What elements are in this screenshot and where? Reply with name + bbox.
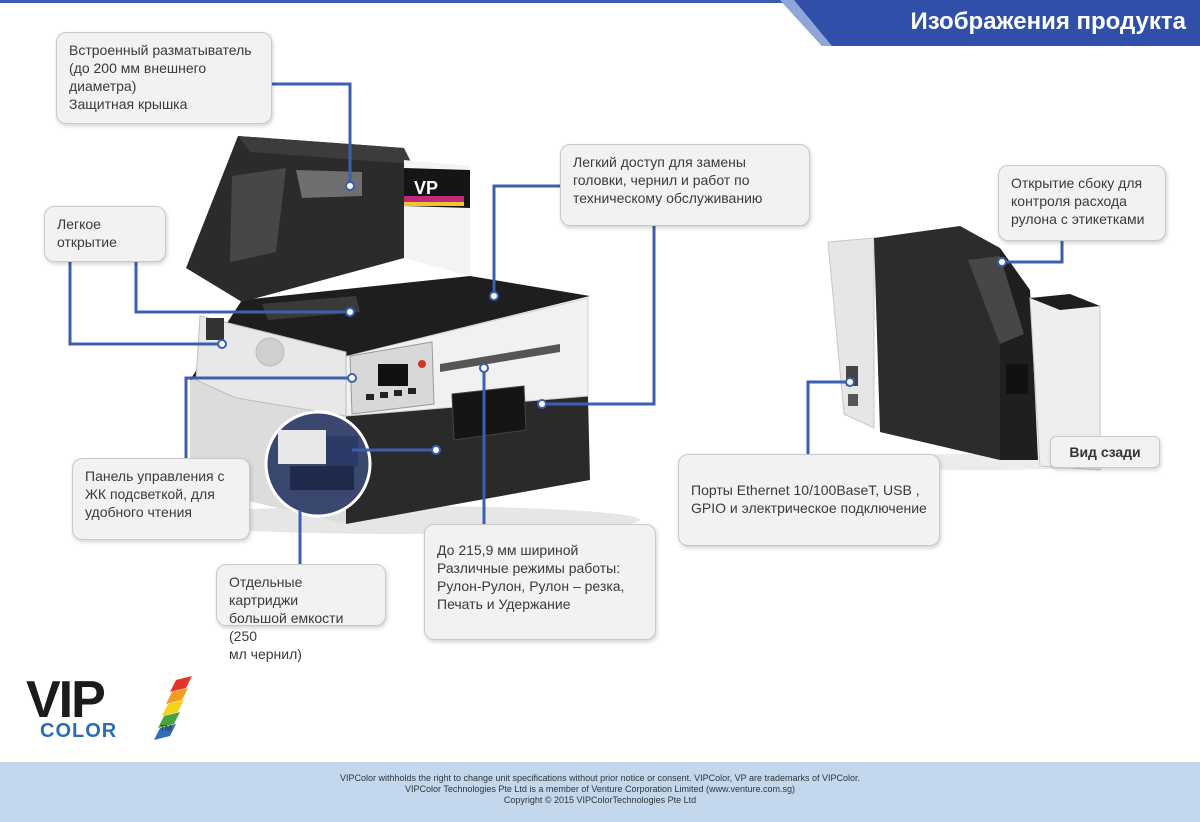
callout-maintenance-access: Легкий доступ для замены головки, чернил… xyxy=(560,144,810,226)
leader-lines xyxy=(68,82,1064,570)
header-banner xyxy=(780,0,1200,46)
footer-line-3: Copyright © 2015 VIPColorTechnologies Pt… xyxy=(503,795,697,805)
callout-side-opening: Открытие сбоку для контроля расхода руло… xyxy=(998,165,1166,241)
logo-color-text: COLOR xyxy=(40,720,118,742)
callout-cartridges: Отдельные картриджи большой емкости (250… xyxy=(216,564,386,662)
top-rule xyxy=(0,0,1200,3)
footer-line-1: VIPColor withholds the right to change u… xyxy=(339,773,861,783)
logo-stripes xyxy=(154,676,192,740)
logo-tm: TM xyxy=(160,724,172,733)
rear-view-caption: Вид сзади xyxy=(1050,436,1160,468)
leader-dots xyxy=(217,181,1007,455)
logo-vip-text: VIP xyxy=(26,671,106,729)
footer: VIPColor withholds the right to change u… xyxy=(0,762,1200,822)
callout-easy-open: Легкое открытие xyxy=(44,206,166,262)
printer-badge: VP xyxy=(414,178,438,198)
rear-printer-illustration xyxy=(827,226,1130,471)
callout-unwinder: Встроенный разматыватель (до 200 мм внеш… xyxy=(56,32,272,124)
page-title: Изображения продукта xyxy=(910,8,1186,35)
main-printer-illustration: VP xyxy=(160,136,640,534)
callout-ports: Порты Ethernet 10/100BaseT, USB , GPIO и… xyxy=(678,454,940,546)
cartridge-inset xyxy=(264,410,372,518)
footer-line-2: VIPColor Technologies Pte Ltd is a membe… xyxy=(404,784,796,794)
callout-width-modes: До 215,9 мм шириной Различные режимы раб… xyxy=(424,524,656,640)
vipcolor-logo: VIP COLOR TM xyxy=(26,674,196,746)
callout-control-panel: Панель управления с ЖК подсветкой, для у… xyxy=(72,458,250,540)
